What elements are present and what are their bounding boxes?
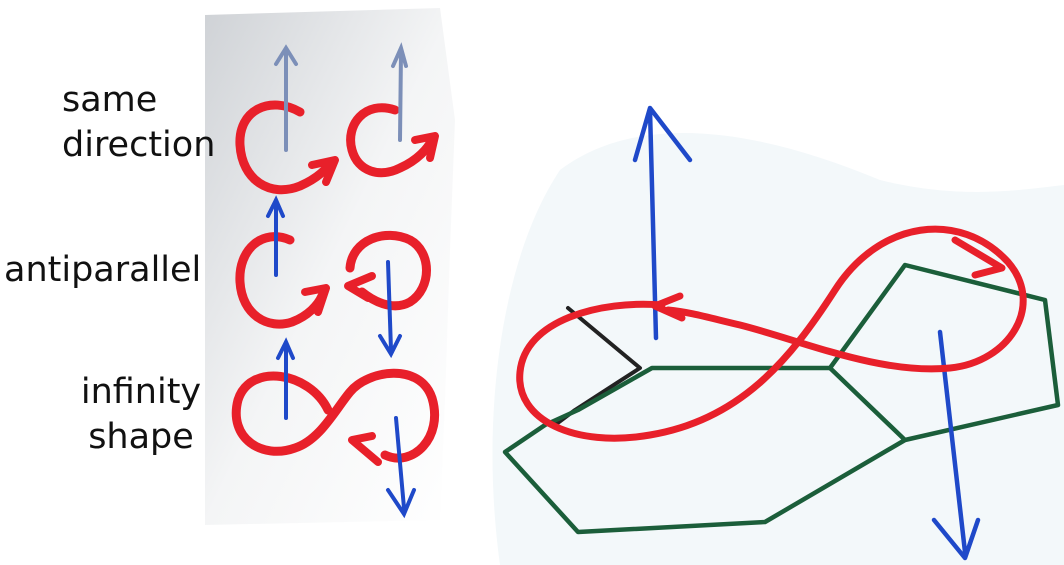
label-infinity-shape-line2: shape [88,417,194,457]
ring-loop-head-top [951,236,1006,279]
ring-up-arrow [632,105,693,341]
label-infinity-shape: infinity shape [66,370,216,460]
ring-diagram [502,105,1061,561]
paper-sheet [205,8,455,525]
same-left-loop-head [308,156,339,186]
same-right-loop [346,103,437,178]
infinity-loop-head [348,432,382,466]
ring-green-outline [502,262,1061,535]
ring-loop-head-left [651,292,686,322]
anti-right-arrow [378,260,402,359]
label-same-direction: same direction [62,78,215,168]
antiparallel-diagram [235,195,431,359]
label-same-direction-line1: same [62,80,158,120]
same-direction-diagram [235,42,439,195]
same-left-arrow [274,44,298,152]
infinity-shape-diagram [231,337,439,519]
anti-right-loop [345,230,431,311]
anti-right-loop-head [344,272,376,302]
ring-loop [516,225,1027,442]
infinity-down-arrow [386,416,416,519]
same-right-loop-head [411,132,439,162]
same-left-loop [235,100,335,195]
paper-shadow [492,132,1064,565]
ring-green-inner [827,365,908,443]
same-right-arrow [391,42,408,142]
anti-left-arrow [266,195,285,277]
anti-left-loop-head [301,284,330,316]
label-antiparallel: antiparallel [4,250,202,290]
label-same-direction-line2: direction [62,125,216,165]
label-infinity-shape-line1: infinity [80,372,202,412]
infinity-up-arrow [276,337,295,420]
anti-left-loop [235,232,327,329]
infinity-loop [231,368,439,463]
